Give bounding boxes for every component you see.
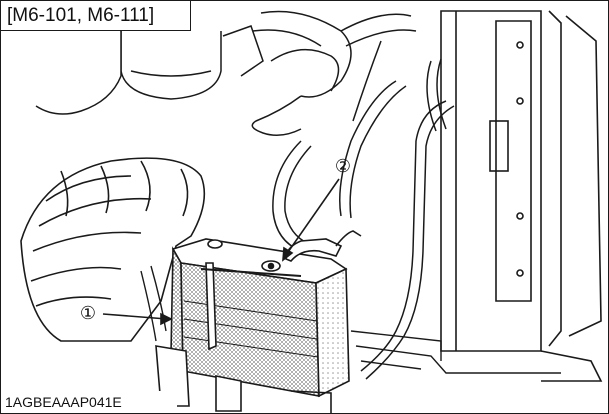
callout-1-label: ① bbox=[79, 303, 97, 323]
figure-code: 1AGBEAAAP041E bbox=[1, 391, 177, 413]
air-cleaner-drawing bbox=[120, 25, 264, 100]
fender-drawing bbox=[35, 16, 122, 115]
frame-drawing bbox=[140, 265, 561, 374]
leader-lines bbox=[102, 178, 340, 326]
callout-2-label: ② bbox=[334, 156, 352, 176]
battery-drawing bbox=[155, 230, 362, 413]
upper-hoses-drawing bbox=[251, 10, 417, 136]
model-label-box: [M6-101, M6-111] bbox=[1, 1, 191, 31]
tubes-drawing bbox=[272, 40, 455, 380]
cab-frame-drawing bbox=[440, 10, 603, 382]
